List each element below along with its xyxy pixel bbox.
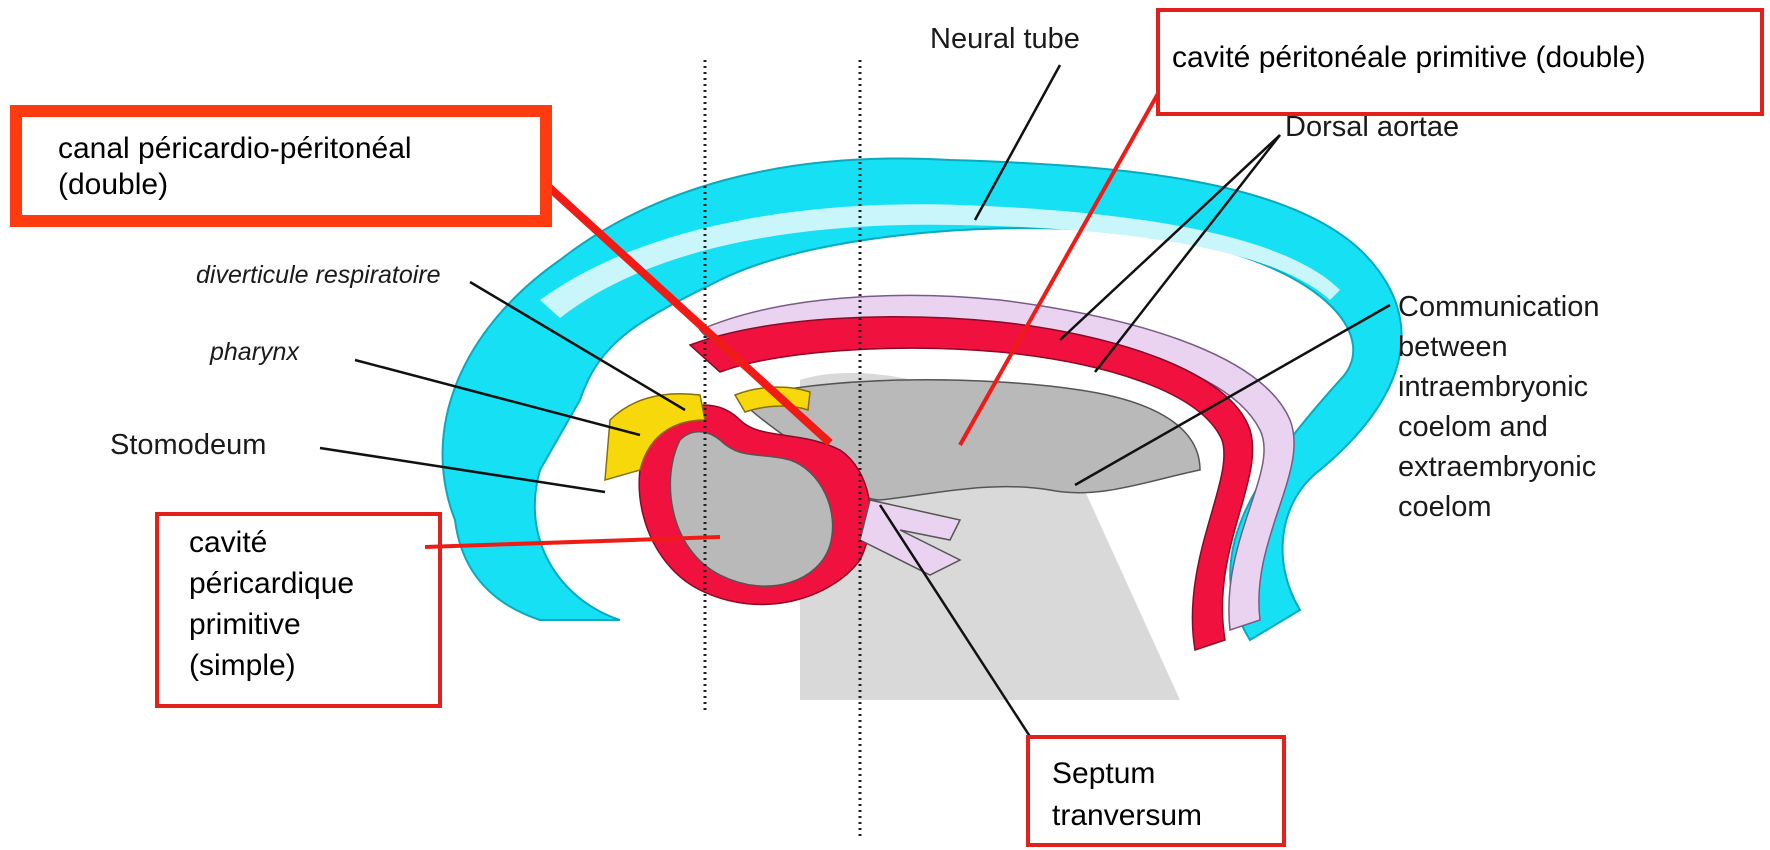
label-diverticule: diverticule respiratoire	[196, 258, 441, 292]
label-stomodeum: Stomodeum	[110, 428, 266, 462]
box-peritoneale: cavité péritonéale primitive (double)	[1156, 8, 1764, 116]
box-pericardique-text: cavité péricardique primitive (simple)	[189, 522, 438, 686]
box-septum: Septum tranversum	[1026, 735, 1286, 847]
box-canal: canal péricardio-péritonéal (double)	[10, 105, 552, 227]
box-canal-text: canal péricardio-péritonéal (double)	[58, 131, 540, 203]
label-communication: Communication between intraembryonic coe…	[1398, 287, 1599, 527]
box-septum-text: Septum tranversum	[1052, 753, 1282, 837]
box-pericardique: cavité péricardique primitive (simple)	[155, 512, 442, 708]
box-peritoneale-text: cavité péritonéale primitive (double)	[1172, 40, 1760, 76]
label-neural-tube: Neural tube	[930, 22, 1080, 56]
label-pharynx: pharynx	[210, 335, 299, 369]
